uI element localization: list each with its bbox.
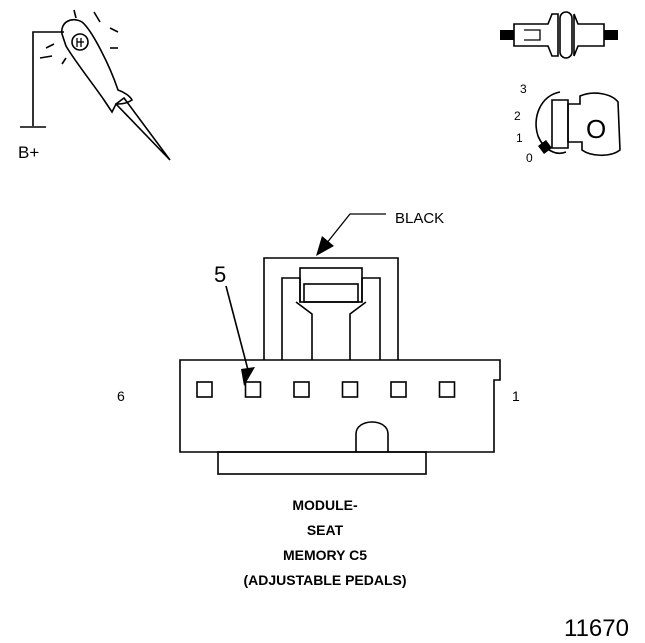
connector-body	[179, 359, 501, 453]
connector-disconnect-icon	[500, 11, 618, 59]
pin-callout-line	[225, 285, 249, 371]
color-leader-line	[325, 213, 386, 245]
caption-line-3: MEMORY C5	[283, 547, 367, 563]
pin-callout-number: 5	[214, 262, 226, 287]
connector-face	[179, 257, 501, 475]
caption-line-4: (ADJUSTABLE PEDALS)	[243, 572, 406, 588]
connector-separator	[559, 11, 573, 59]
ignition-position-0: 0	[526, 151, 533, 165]
color-callout	[316, 213, 386, 256]
ignition-position-2: 2	[514, 109, 521, 123]
latch-top	[299, 267, 363, 303]
test-light-probe-icon	[20, 9, 171, 161]
probe-handle	[61, 18, 134, 114]
probe-supply-label: B+	[18, 143, 39, 162]
caption-line-1: MODULE-	[292, 497, 358, 513]
latch-right-arm	[349, 301, 367, 360]
probe-lead-wire	[32, 31, 64, 126]
probe-tip	[114, 96, 171, 161]
pin-cavity-1	[438, 381, 456, 398]
connector-right-terminal	[604, 30, 618, 40]
caption-line-2: SEAT	[307, 522, 344, 538]
connector-caption: MODULE- SEAT MEMORY C5 (ADJUSTABLE PEDAL…	[243, 497, 406, 588]
pin-end-label-left: 6	[117, 388, 125, 404]
ignition-cylinder	[535, 91, 567, 154]
light-rays	[39, 9, 119, 65]
ignition-key-icon: O	[535, 91, 621, 157]
pin-cavity-6	[196, 381, 213, 398]
probe-bulb	[71, 33, 89, 51]
color-arrow-head	[316, 236, 334, 256]
pin-cavity-3	[341, 381, 359, 398]
ignition-key-head	[567, 92, 621, 157]
pin-cavity-5	[244, 381, 262, 398]
latch-inner	[303, 283, 359, 303]
latch-housing	[263, 257, 399, 360]
connector-left-half	[513, 13, 559, 57]
pin-callout	[225, 285, 255, 386]
connector-key	[355, 421, 389, 452]
latch-right-outer	[361, 277, 381, 360]
latch-left-outer	[281, 277, 301, 360]
pin-end-label-right: 1	[512, 388, 520, 404]
ignition-position-1: 1	[516, 131, 523, 145]
connector-right-half	[573, 13, 605, 57]
pin-cavity-4	[293, 381, 310, 398]
ignition-position-3: 3	[520, 82, 527, 96]
latch-left-arm	[295, 301, 313, 360]
figure-number: 11670	[564, 615, 629, 642]
connector-base	[217, 451, 427, 475]
pin-cavity-2	[390, 381, 407, 398]
pin-callout-arrow-head	[241, 367, 255, 386]
key-position-marker	[538, 140, 552, 154]
connector-left-terminal	[500, 30, 514, 40]
pin-cavity-group	[196, 381, 456, 398]
key-letter: O	[586, 114, 606, 144]
connector-color-label: BLACK	[395, 210, 444, 227]
